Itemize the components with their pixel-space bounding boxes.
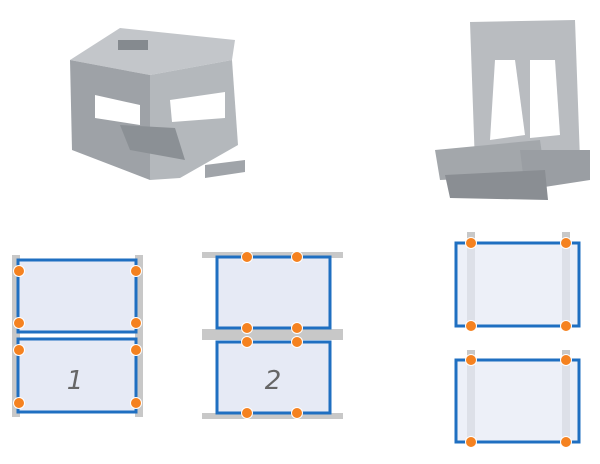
diagram-label-2: 2	[265, 366, 282, 396]
diagram-3-inset-rails	[454, 232, 581, 448]
diagram-label-1: 1	[67, 366, 84, 396]
box-clip-photo	[70, 28, 245, 180]
diagram-1-vertical-rails: 1	[12, 255, 143, 417]
diagram-2-horizontal-rails: 2	[202, 251, 343, 419]
spring-clip-photo	[435, 20, 590, 200]
